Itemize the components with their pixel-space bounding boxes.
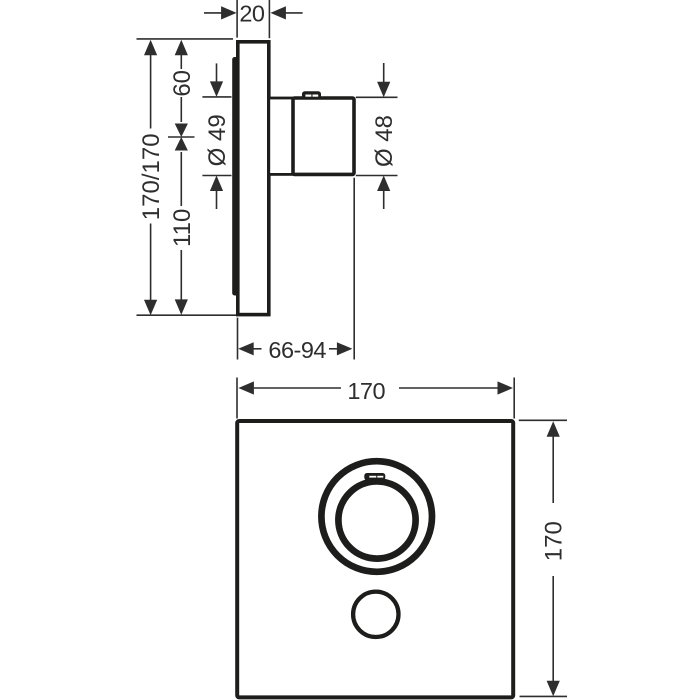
svg-text:66-94: 66-94 [268, 337, 326, 363]
svg-text:170/170: 170/170 [138, 133, 165, 220]
svg-text:170: 170 [347, 378, 385, 404]
svg-text:Ø 49: Ø 49 [204, 114, 231, 166]
svg-text:Ø 48: Ø 48 [371, 115, 398, 167]
svg-text:170: 170 [541, 521, 568, 561]
svg-text:60: 60 [169, 70, 196, 97]
svg-text:20: 20 [239, 0, 265, 26]
svg-text:110: 110 [169, 209, 196, 247]
